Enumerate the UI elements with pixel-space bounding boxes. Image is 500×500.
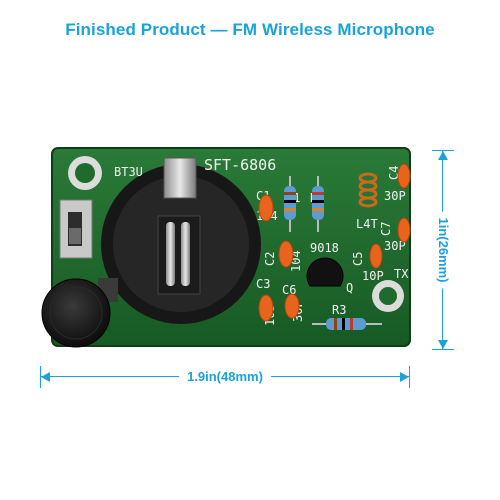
microphone <box>41 278 118 348</box>
page-title: Finished Product — FM Wireless Microphon… <box>65 20 435 39</box>
capacitor-c3 <box>258 294 274 322</box>
label-c4: C4 <box>387 166 401 180</box>
capacitor-c4 <box>397 163 411 189</box>
label-model: SFT-6806 <box>204 156 276 174</box>
pcb-photo: BT3U SFT-6806 C1 104 R1 R2 C4 30P L4T C7… <box>41 147 411 348</box>
resistor-r1 <box>284 176 296 232</box>
label-c7: C7 <box>379 222 393 236</box>
label-c4-value: 30P <box>384 189 406 203</box>
label-c2: C2 <box>263 252 277 266</box>
mounting-hole-icon <box>68 156 102 190</box>
label-q: Q <box>346 281 353 295</box>
arrow-left-icon <box>41 372 50 382</box>
arrow-right-icon <box>400 372 409 382</box>
label-l4t: L4T <box>356 217 378 231</box>
height-label: 1in(26mm) <box>432 211 454 289</box>
transistor-9018 <box>306 257 344 287</box>
label-c5-value: 10P <box>362 269 384 283</box>
label-bt3u: BT3U <box>114 165 143 179</box>
slide-switch <box>59 199 93 259</box>
capacitor-c2 <box>278 240 294 268</box>
capacitor-c7 <box>397 217 411 243</box>
battery-holder <box>101 157 261 324</box>
resistor-r2 <box>312 176 324 232</box>
inductor-coil <box>358 172 378 208</box>
arrow-up-icon <box>438 151 448 160</box>
mounting-hole-icon <box>372 280 404 312</box>
label-r3: R3 <box>332 303 346 317</box>
label-transistor: 9018 <box>310 241 339 255</box>
arrow-down-icon <box>438 340 448 349</box>
width-dimension: 1.9in(48mm) <box>40 366 410 388</box>
label-tx: TX <box>394 267 409 281</box>
capacitor-c1 <box>258 194 274 222</box>
width-label: 1.9in(48mm) <box>179 366 271 388</box>
capacitor-c5 <box>369 243 383 269</box>
label-c5: C5 <box>351 252 365 266</box>
label-c6: C6 <box>282 283 296 297</box>
capacitor-c6 <box>284 293 300 319</box>
label-c3: C3 <box>256 277 270 291</box>
resistor-r3 <box>312 318 382 330</box>
height-dimension: 1in(26mm) <box>432 150 454 350</box>
label-c7-value: 30P <box>384 239 406 253</box>
